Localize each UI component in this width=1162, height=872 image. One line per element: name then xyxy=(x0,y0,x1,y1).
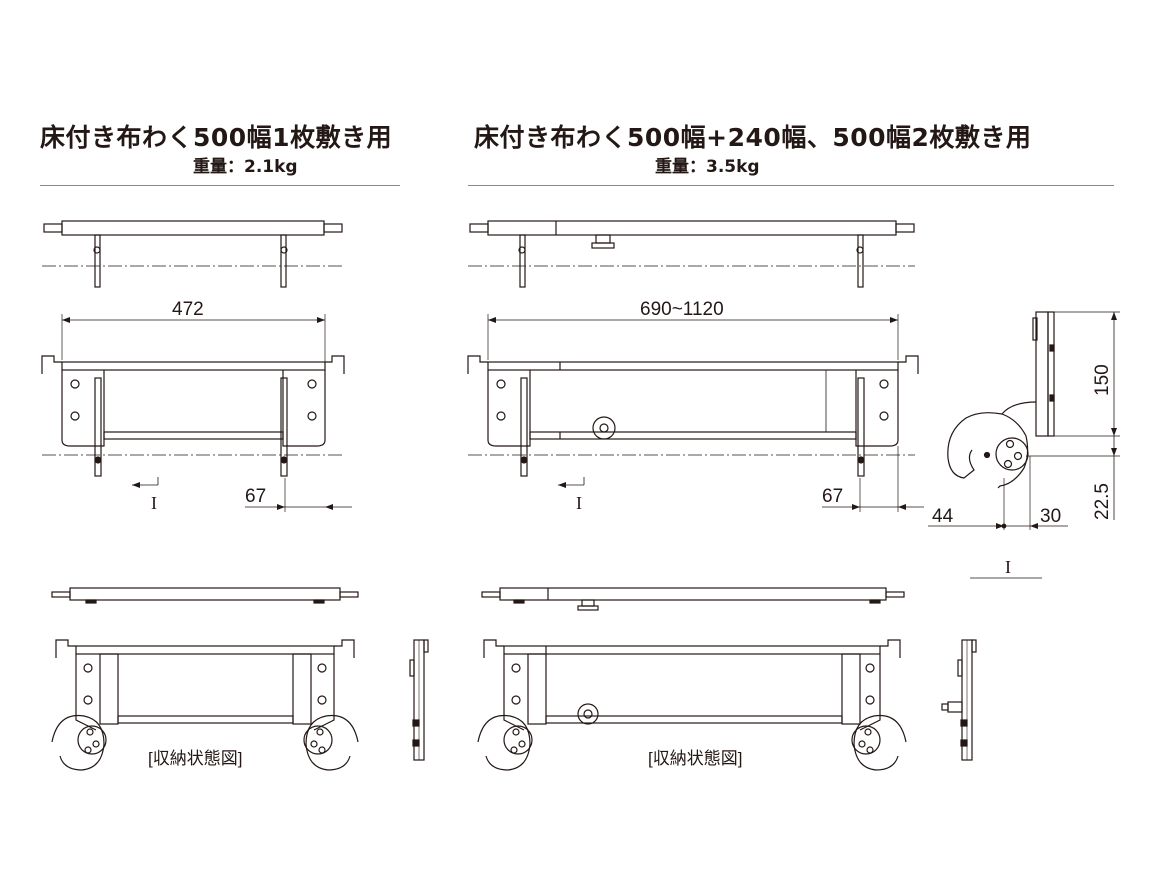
left-width-dimension: 472 xyxy=(172,299,204,320)
right-stored-top-view xyxy=(481,587,905,611)
section-label: I xyxy=(1005,557,1011,577)
right-divider xyxy=(468,185,1114,186)
left-offset-dimension: 67 xyxy=(245,486,266,507)
left-weight: 重量：2.1kg xyxy=(193,157,298,177)
left-stored-front-view xyxy=(51,639,359,771)
left-top-view xyxy=(42,220,345,288)
section-height-dimension: 150 xyxy=(1092,364,1113,396)
left-offset-dimension-lines xyxy=(245,478,352,512)
left-stored-side-view xyxy=(409,639,429,761)
right-front-view: 690~1120 xyxy=(467,299,919,477)
left-title: 床付き布わく500幅1枚敷き用 xyxy=(40,123,393,152)
section-dimension-30: 30 xyxy=(1040,506,1061,527)
left-section-arrow xyxy=(132,477,159,488)
left-front-view: 472 xyxy=(41,299,345,477)
right-width-dimension: 690~1120 xyxy=(640,299,724,320)
right-title: 床付き布わく500幅+240幅、500幅2枚敷き用 xyxy=(474,123,1032,152)
right-section-mark: I xyxy=(576,493,582,513)
right-offset-dimension: 67 xyxy=(822,486,843,507)
section-dimension-44: 44 xyxy=(932,506,954,527)
right-top-view xyxy=(468,220,915,288)
right-stored-caption: [収納状態図] xyxy=(648,749,742,768)
right-section-arrow xyxy=(558,477,585,488)
left-section-mark: I xyxy=(151,493,157,513)
section-view xyxy=(928,311,1120,579)
right-offset-dimension-lines xyxy=(822,446,924,512)
right-stored-side-view xyxy=(941,639,977,761)
right-stored-front-view xyxy=(477,639,907,771)
right-weight: 重量：3.5kg xyxy=(655,157,760,177)
left-stored-caption: [収納状態図] xyxy=(148,749,242,768)
left-divider xyxy=(40,185,400,186)
left-stored-top-view xyxy=(51,587,359,604)
section-hook-dimension: 22.5 xyxy=(1092,483,1113,520)
